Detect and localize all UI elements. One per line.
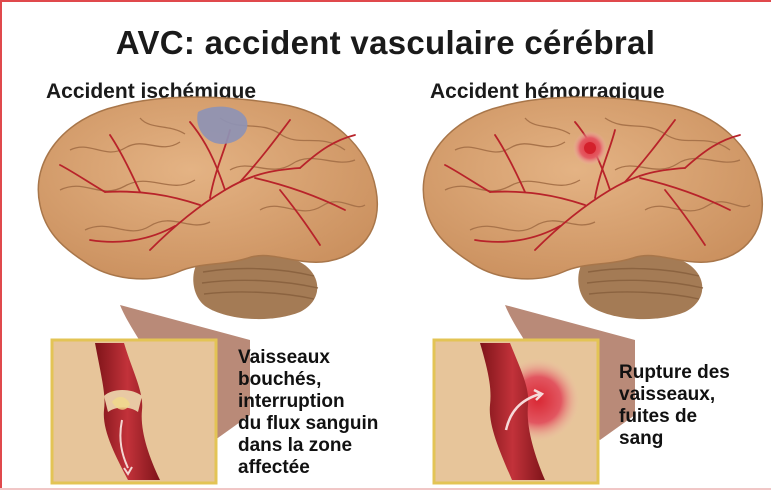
hemorrhagic-caption-line: vaisseaux, <box>619 384 769 406</box>
hemorrhagic-caption-line: Rupture des <box>619 362 769 384</box>
ischemic-caption-line: interruption <box>238 391 438 413</box>
ischemic-caption-line: Vaisseaux <box>238 347 438 369</box>
hemorrhagic-caption-line: sang <box>619 428 769 450</box>
ischemic-caption-line: dans la zone <box>238 435 438 457</box>
right-inset <box>434 340 598 483</box>
ischemic-caption-line: bouchés, <box>238 369 438 391</box>
ischemic-caption-line: affectée <box>238 457 438 479</box>
ischemic-caption: Vaisseaux bouchés, interruption du flux … <box>238 347 438 479</box>
left-inset <box>52 340 216 483</box>
right-bleed-core <box>584 142 596 154</box>
hemorrhagic-caption: Rupture des vaisseaux, fuites de sang <box>619 362 769 450</box>
ischemic-caption-line: du flux sanguin <box>238 413 438 435</box>
hemorrhagic-caption-line: fuites de <box>619 406 769 428</box>
